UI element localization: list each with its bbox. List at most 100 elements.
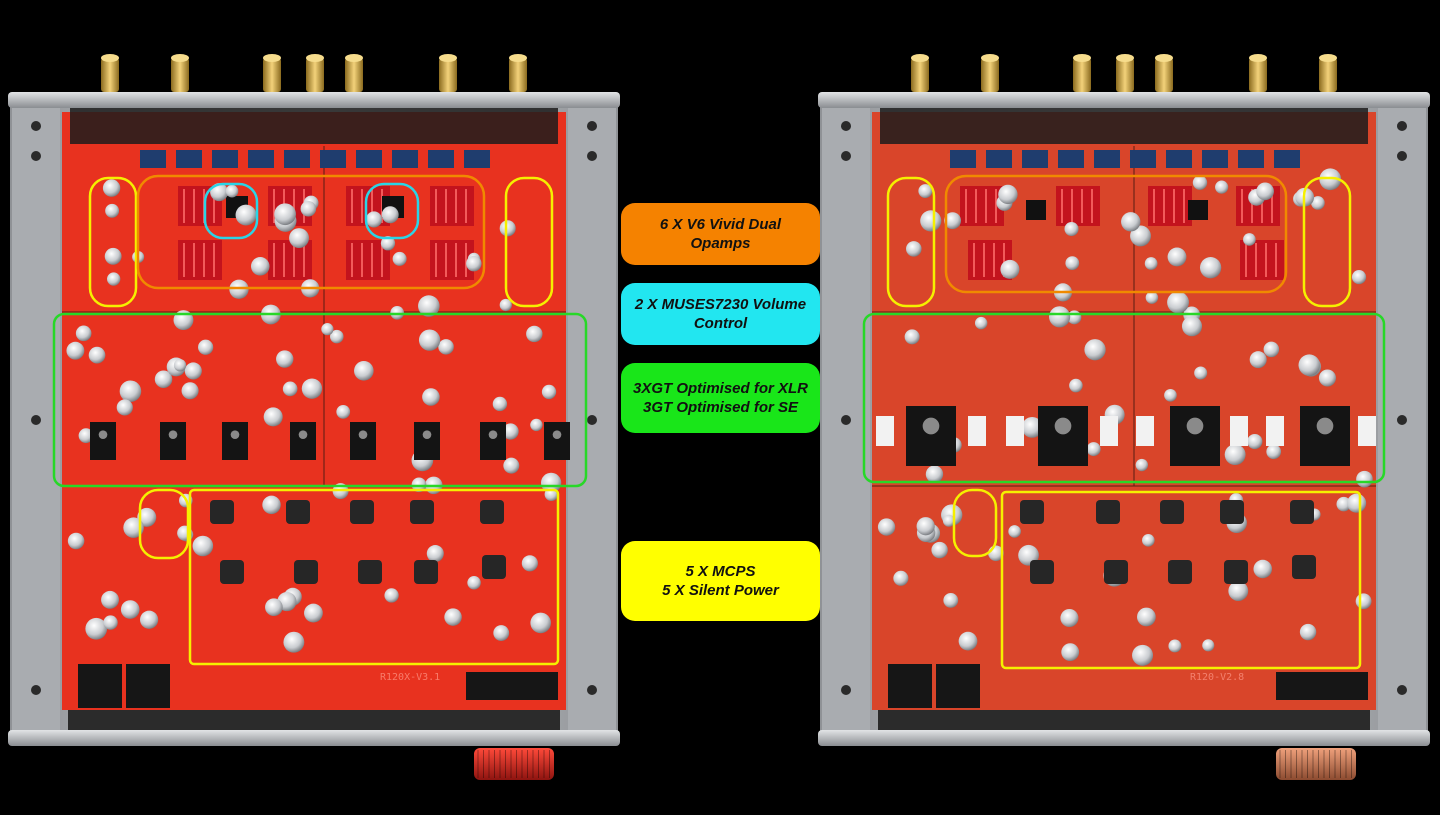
transistor-hole: [422, 430, 432, 439]
ceramic-resistor: [1006, 416, 1024, 446]
power-inductor: [350, 500, 374, 524]
capacitor: [154, 370, 173, 388]
capacitor: [101, 590, 119, 609]
smd-component: [1238, 150, 1264, 168]
capacitor: [1243, 233, 1256, 246]
capacitor: [530, 612, 551, 634]
capacitor: [1181, 316, 1203, 337]
rca-connector-tip: [345, 54, 363, 62]
capacitor: [466, 255, 482, 272]
smd-component: [248, 150, 274, 168]
capacitor: [1130, 225, 1151, 247]
capacitor: [1142, 534, 1155, 547]
smd-component: [320, 150, 346, 168]
capacitor: [107, 272, 121, 286]
capacitor: [1192, 175, 1208, 190]
volume-label-line1: 2 X MUSES7230 Volume: [634, 296, 807, 313]
highlight-regulator-left: [886, 176, 936, 308]
smd-component: [464, 150, 490, 168]
smd-component: [1130, 150, 1156, 168]
headphone-jack: [888, 664, 932, 708]
capacitor: [289, 228, 310, 249]
capacitor: [1351, 270, 1367, 285]
capacitor: [1084, 339, 1106, 361]
capacitor: [321, 323, 334, 336]
rca-connector-tip: [171, 54, 189, 62]
capacitor: [499, 298, 512, 312]
chassis-screw: [841, 415, 851, 425]
chassis-top-rail: [818, 92, 1430, 108]
transistor-hole: [168, 430, 178, 439]
capacitor: [944, 212, 961, 230]
capacitor: [1064, 221, 1079, 237]
power-inductor: [1030, 560, 1054, 584]
headphone-jack: [126, 664, 170, 708]
ribbon-connector: [1276, 672, 1368, 700]
highlight-volume-chip: [203, 182, 259, 240]
highlight-volume-chip: [364, 182, 420, 240]
capacitor: [920, 210, 942, 232]
transistor-hole: [1186, 417, 1204, 435]
capacitor: [521, 555, 538, 572]
rca-connector-tip: [1319, 54, 1337, 62]
capacitor: [1065, 256, 1080, 270]
highlight-power-supply: [1000, 490, 1362, 670]
capacitor: [444, 608, 462, 626]
capacitor: [263, 407, 283, 427]
rca-connector: [439, 58, 457, 92]
capacitor: [942, 514, 955, 527]
rca-connector-tip: [1249, 54, 1267, 62]
capacitor: [282, 381, 298, 397]
highlight-opamps: [944, 174, 1288, 294]
chassis-screw: [1397, 151, 1407, 161]
output-stage-label: 3XGT Optimised for XLR 3GT Optimised for…: [621, 363, 820, 433]
output-transistor: [1170, 406, 1220, 466]
capacitor: [103, 615, 118, 630]
output-transistor: [160, 422, 186, 460]
rear-connector-strip: [880, 108, 1368, 144]
capacitor: [1298, 354, 1321, 376]
capacitor: [1318, 369, 1336, 387]
rca-connector-tip: [1073, 54, 1091, 62]
power-inductor: [1096, 500, 1120, 524]
capacitor: [1168, 639, 1182, 653]
rca-connector: [1249, 58, 1267, 92]
capacitor: [274, 203, 296, 226]
rca-connector: [1116, 58, 1134, 92]
capacitor: [1132, 644, 1154, 666]
rca-connector-tip: [981, 54, 999, 62]
headphone-jack: [78, 664, 122, 708]
output-transistor: [1038, 406, 1088, 466]
capacitor: [1202, 639, 1215, 652]
smd-component: [176, 150, 202, 168]
capacitor: [943, 592, 959, 608]
capacitor: [1311, 196, 1325, 210]
volume-label-line2: Control: [693, 315, 748, 332]
transistor-hole: [98, 430, 108, 439]
smd-component: [140, 150, 166, 168]
capacitor: [1121, 212, 1141, 232]
capacitor: [998, 184, 1018, 205]
capacitor: [1347, 493, 1367, 513]
rca-connector-tip: [1155, 54, 1173, 62]
power-inductor: [1292, 555, 1316, 579]
volume-knob-icon: [474, 748, 554, 780]
highlight-output-stage: [862, 312, 1386, 484]
capacitor: [192, 535, 214, 557]
power-inductor: [1220, 500, 1244, 524]
smd-component: [1022, 150, 1048, 168]
capacitor: [184, 362, 202, 380]
capacitor: [381, 206, 399, 224]
capacitor: [366, 211, 383, 228]
chassis-screw: [1397, 685, 1407, 695]
rca-connector: [263, 58, 281, 92]
smd-component: [212, 150, 238, 168]
rca-connector: [171, 58, 189, 92]
capacitor: [116, 399, 133, 416]
power-inductor: [210, 500, 234, 524]
rca-connector: [509, 58, 527, 92]
power-inductor: [480, 500, 504, 524]
chassis-screw: [1397, 415, 1407, 425]
